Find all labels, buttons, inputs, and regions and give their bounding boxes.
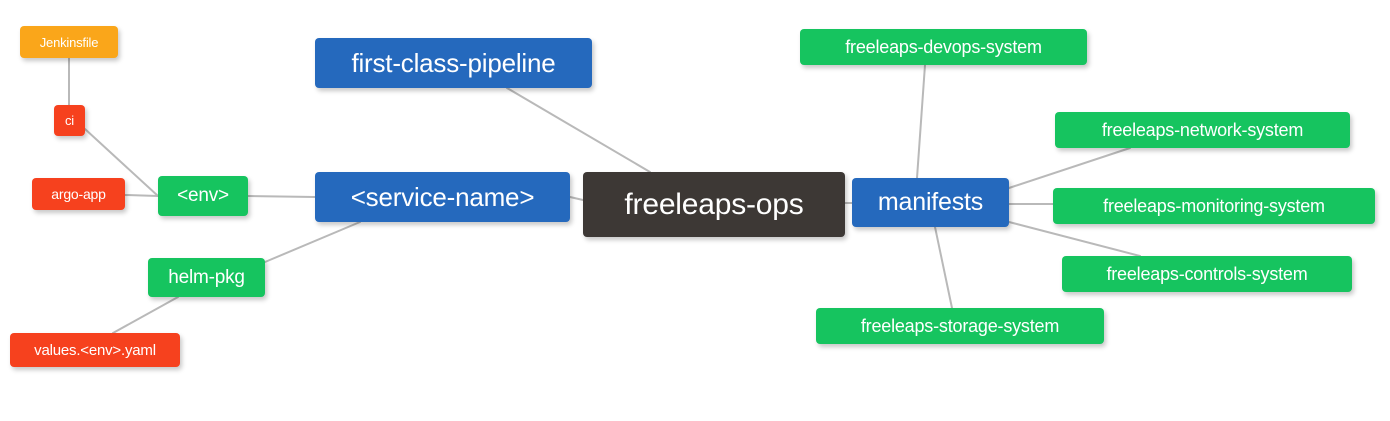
edge-first-class-pipeline-to-freeleaps-ops — [506, 87, 651, 173]
node-argo-app[interactable]: argo-app — [32, 178, 125, 210]
edge-helm-pkg-to-service-name — [264, 221, 361, 263]
node-first-class-pipeline[interactable]: first-class-pipeline — [315, 38, 592, 88]
node-controls-system[interactable]: freeleaps-controls-system — [1062, 256, 1352, 292]
edge-manifests-to-network-system — [1008, 147, 1131, 189]
node-devops-system[interactable]: freeleaps-devops-system — [800, 29, 1087, 65]
node-monitoring-system[interactable]: freeleaps-monitoring-system — [1053, 188, 1375, 224]
node-freeleaps-ops[interactable]: freeleaps-ops — [583, 172, 845, 237]
node-manifests[interactable]: manifests — [852, 178, 1009, 227]
edge-manifests-to-storage-system — [934, 226, 953, 309]
node-ci[interactable]: ci — [54, 105, 85, 136]
edge-service-name-to-freeleaps-ops — [569, 196, 584, 201]
node-network-system[interactable]: freeleaps-network-system — [1055, 112, 1350, 148]
node-service-name[interactable]: <service-name> — [315, 172, 570, 222]
node-env[interactable]: <env> — [158, 176, 248, 216]
edge-manifests-to-devops-system — [916, 64, 926, 179]
edge-env-to-service-name — [247, 195, 316, 198]
node-jenkinsfile[interactable]: Jenkinsfile — [20, 26, 118, 58]
edge-manifests-to-controls-system — [1008, 221, 1141, 257]
node-values-yaml[interactable]: values.<env>.yaml — [10, 333, 180, 367]
edge-argo-app-to-env — [124, 194, 159, 197]
node-helm-pkg[interactable]: helm-pkg — [148, 258, 265, 297]
edge-values-yaml-to-helm-pkg — [112, 296, 179, 334]
node-storage-system[interactable]: freeleaps-storage-system — [816, 308, 1104, 344]
